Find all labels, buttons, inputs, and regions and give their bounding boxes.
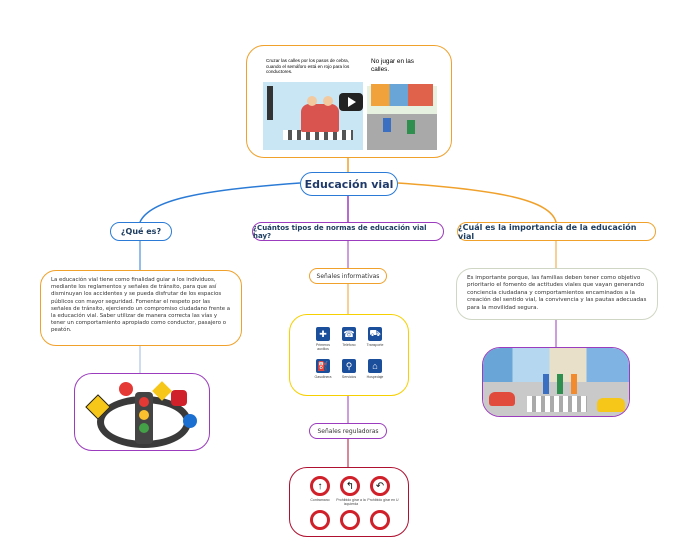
video-panel-right: No jugar en las calles. <box>367 56 437 150</box>
no-pedestrians-icon <box>370 510 390 530</box>
yellow-car <box>597 398 625 412</box>
informative-signs-label: Señales informativas <box>316 272 380 280</box>
play-button[interactable] <box>339 93 363 111</box>
branch-que-es-label: ¿Qué es? <box>120 227 162 236</box>
branch-importancia-label: ¿Cuál es la importancia de la educación … <box>458 222 637 241</box>
que-es-description-text: La educación vial tiene como finalidad g… <box>51 277 231 334</box>
no-wrong-way-icon: ↑ <box>310 476 330 496</box>
pedestrian-figures <box>543 374 549 394</box>
video-left-caption: Cruzar las calles por los pasos de cebra… <box>263 56 363 82</box>
lodging-icon: ⌂ <box>368 359 382 373</box>
no-entry-sign-icon <box>119 382 133 396</box>
sign-fuel: ⛽ Gasolinera <box>314 359 332 379</box>
zebra-crossing <box>527 396 587 412</box>
crosswalk <box>283 130 353 140</box>
first-aid-icon: ✚ <box>316 327 330 341</box>
child-figures <box>301 104 339 132</box>
direction-sign-icon <box>183 414 197 428</box>
importancia-description[interactable]: Es importante porque, las familias deben… <box>456 268 658 320</box>
sign-first-aid: ✚ Primeros auxilios <box>315 327 330 351</box>
sign-lodging: ⌂ Hospedaje <box>366 359 384 379</box>
street-scene-image[interactable] <box>482 347 630 417</box>
video-panel-left: Cruzar las calles por los pasos de cebra… <box>263 56 363 150</box>
branch-importancia[interactable]: ¿Cuál es la importancia de la educación … <box>457 222 656 241</box>
no-parking-icon <box>310 510 330 530</box>
central-topic-label: Educación vial <box>304 177 394 191</box>
stop-sign-icon <box>171 390 187 406</box>
regulatory-caption-1: Contramano <box>310 498 330 502</box>
phone-icon: ☎ <box>342 327 356 341</box>
services-icon: ⚲ <box>342 359 356 373</box>
branch-tipos[interactable]: ¿Cuántos tipos de normas de educación vi… <box>252 222 444 241</box>
importancia-description-text: Es importante porque, las familias deben… <box>467 275 647 311</box>
sign-transport: ⛟ Transporte <box>366 327 384 347</box>
connector-lines <box>139 158 557 467</box>
video-card[interactable]: Cruzar las calles por los pasos de cebra… <box>246 45 452 158</box>
branch-que-es[interactable]: ¿Qué es? <box>110 222 172 241</box>
regulatory-caption-2: Prohibido girar a la izquierda <box>336 498 366 506</box>
video-right-caption: No jugar en las calles. <box>367 56 437 86</box>
buildings <box>483 348 629 382</box>
informative-signs-image[interactable]: ✚ Primeros auxilios ☎ Teléfono ⛟ Transpo… <box>289 314 409 396</box>
no-u-turn-icon: ↶ <box>370 476 390 496</box>
no-left-turn-icon: ↰ <box>340 476 360 496</box>
play-icon <box>348 97 356 107</box>
traffic-light-illustration <box>267 86 273 120</box>
branch-tipos-label: ¿Cuántos tipos de normas de educación vi… <box>253 223 427 240</box>
que-es-description[interactable]: La educación vial tiene como finalidad g… <box>40 270 242 346</box>
fuel-icon: ⛽ <box>316 359 330 373</box>
regulatory-signs-label: Señales reguladoras <box>317 427 379 435</box>
central-topic[interactable]: Educación vial <box>300 172 398 196</box>
sign-phone: ☎ Teléfono <box>342 327 356 347</box>
street <box>367 114 437 150</box>
transport-icon: ⛟ <box>368 327 382 341</box>
regulatory-caption-3: Prohibido girar en U <box>367 498 399 502</box>
traffic-light-icon <box>135 392 153 444</box>
traffic-signs-image[interactable] <box>74 373 210 451</box>
no-trucks-icon <box>340 510 360 530</box>
sign-services: ⚲ Servicios <box>341 359 357 379</box>
regulatory-signs-node[interactable]: Señales reguladoras <box>309 423 387 439</box>
houses <box>371 84 433 106</box>
regulatory-signs-image[interactable]: ↑ ↰ ↶ Contramano Prohibido girar a la iz… <box>289 467 409 537</box>
informative-signs-node[interactable]: Señales informativas <box>309 268 387 284</box>
red-car <box>489 392 515 406</box>
